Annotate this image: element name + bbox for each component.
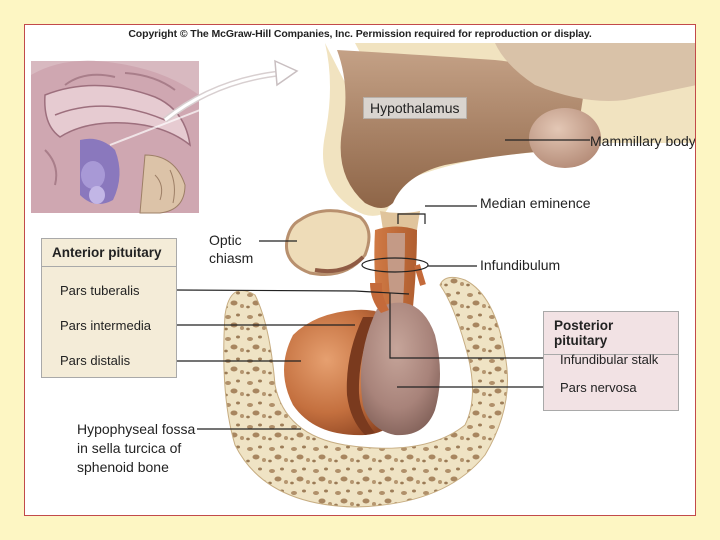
pars-distalis-label: Pars distalis	[60, 353, 131, 368]
optic-chiasm-shape	[284, 209, 371, 277]
optic-chiasm-label-line2: chiasm	[209, 250, 254, 266]
fossa-label-line3: sphenoid bone	[77, 459, 169, 475]
optic-chiasm-label-line1: Optic	[209, 232, 242, 248]
pars-nervosa-label: Pars nervosa	[560, 380, 637, 395]
diagram-frame: Copyright © The McGraw-Hill Companies, I…	[24, 24, 696, 516]
mammillary-body-shape	[529, 108, 601, 168]
pituitary-illustration	[31, 43, 695, 508]
pars-tuberalis-label: Pars tuberalis	[60, 283, 140, 298]
infundibular-stalk-label: Infundibular stalk	[560, 352, 659, 367]
sella-turcica-bone	[223, 276, 508, 508]
mammillary-body-label: Mammillary body	[590, 133, 696, 149]
anterior-pituitary-box: Anterior pituitary Pars tuberalis Pars i…	[41, 238, 177, 378]
median-eminence-label: Median eminence	[480, 195, 591, 211]
pars-intermedia-label: Pars intermedia	[60, 318, 152, 333]
infundibulum-label: Infundibulum	[480, 257, 561, 273]
hypothalamus-label: Hypothalamus	[363, 97, 467, 119]
leader-lines	[174, 139, 590, 430]
pointer-arrow-icon	[163, 59, 299, 123]
fossa-label-line2: in sella turcica of	[77, 440, 182, 456]
fossa-label-line1: Hypophyseal fossa	[77, 421, 196, 437]
hypothalamus-tissue	[337, 50, 585, 208]
brain-inset-image	[31, 60, 201, 214]
posterior-pituitary-title: Posterior pituitary	[544, 312, 678, 355]
anterior-pituitary-title: Anterior pituitary	[42, 239, 176, 267]
pars-intermedia-strip	[346, 317, 375, 435]
posterior-pituitary-box: Posterior pituitary Infundibular stalk P…	[543, 311, 679, 411]
posterior-lobe-shape	[360, 302, 440, 436]
copyright-notice: Copyright © The McGraw-Hill Companies, I…	[128, 28, 592, 40]
